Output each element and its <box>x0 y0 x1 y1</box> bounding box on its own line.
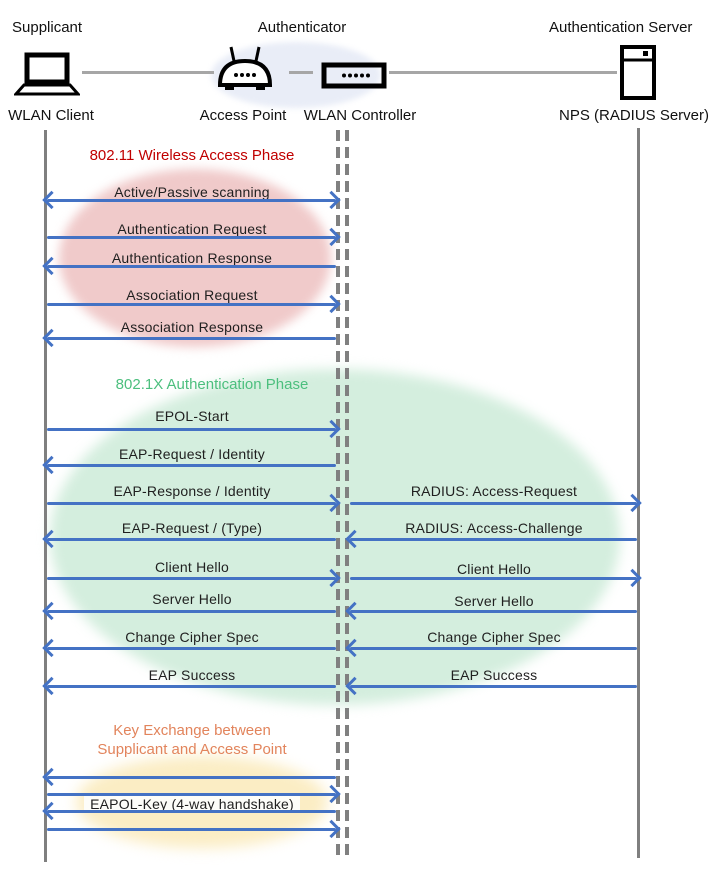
arrow-auth-request <box>47 227 341 246</box>
arrow-change-cipher-left <box>42 638 336 657</box>
device-wlan-client: WLAN Client <box>8 107 94 124</box>
lifeline-authenticator-right <box>345 130 349 856</box>
phase1-ellipse <box>59 169 331 347</box>
connector-client-ap <box>82 71 214 74</box>
arrow-eap-response-identity <box>47 493 341 512</box>
arrow-radius-access-challenge <box>345 529 637 548</box>
wlan-controller-icon <box>321 62 387 89</box>
connector-ap-controller <box>289 71 313 74</box>
phase3-title-line2: Supplicant and Access Point <box>97 741 287 758</box>
label-eap-success-right: EAP Success <box>450 667 538 683</box>
label-radius-access-request: RADIUS: Access-Request <box>410 483 578 499</box>
label-server-hello-left: Server Hello <box>152 591 232 607</box>
phase2-title: 802.1X Authentication Phase <box>115 376 309 393</box>
arrow-scanning <box>42 190 341 209</box>
arrow-client-hello-left <box>47 568 341 587</box>
arrow-eapol-key-1 <box>42 767 336 786</box>
label-eap-request-type: EAP-Request / (Type) <box>121 520 263 536</box>
label-epol-start: EPOL-Start <box>155 408 229 424</box>
arrow-client-hello-right <box>350 568 642 587</box>
role-authenticator: Authenticator <box>257 19 347 36</box>
device-nps-radius-server: NPS (RADIUS Server) <box>558 107 710 124</box>
arrow-eap-success-left <box>42 676 336 695</box>
laptop-icon <box>14 52 80 96</box>
label-auth-request: Authentication Request <box>117 221 267 237</box>
arrow-server-hello-right <box>345 601 637 620</box>
device-access-point: Access Point <box>199 107 287 124</box>
lifeline-wlan-client <box>44 130 47 862</box>
phase3-title-line1: Key Exchange between <box>113 722 271 739</box>
role-supplicant: Supplicant <box>12 19 83 36</box>
server-icon <box>620 45 656 100</box>
label-change-cipher-right: Change Cipher Spec <box>427 629 561 645</box>
arrow-change-cipher-right <box>345 638 637 657</box>
arrow-eap-request-type <box>42 529 336 548</box>
arrow-assoc-response <box>42 328 336 347</box>
role-authentication-server: Authentication Server <box>549 19 693 36</box>
label-server-hello-right: Server Hello <box>454 593 534 609</box>
label-eap-response-identity: EAP-Response / Identity <box>113 483 271 499</box>
phase1-title: 802.11 Wireless Access Phase <box>89 147 295 164</box>
label-change-cipher-left: Change Cipher Spec <box>125 629 259 645</box>
label-assoc-request: Association Request <box>126 287 258 303</box>
arrow-assoc-request <box>47 294 341 313</box>
arrow-epol-start <box>47 419 341 438</box>
arrow-eap-success-right <box>345 676 637 695</box>
phase3-title: Key Exchange between Supplicant and Acce… <box>47 721 337 759</box>
lifeline-authenticator-left <box>336 130 340 856</box>
arrow-eapol-key-4 <box>47 819 341 838</box>
label-scanning: Active/Passive scanning <box>114 184 270 200</box>
label-client-hello-right: Client Hello <box>457 561 531 577</box>
arrow-radius-access-request <box>350 493 642 512</box>
arrow-auth-response <box>42 256 336 275</box>
access-point-icon <box>217 46 273 90</box>
lifeline-radius-server <box>637 128 640 858</box>
arrow-eapol-key-3 <box>42 801 336 820</box>
label-radius-access-challenge: RADIUS: Access-Challenge <box>405 520 583 536</box>
arrow-eapol-key-2 <box>47 784 341 803</box>
label-client-hello-left: Client Hello <box>155 559 229 575</box>
label-eapol-key: EAPOL-Key (4-way handshake) <box>47 794 337 814</box>
label-auth-response: Authentication Response <box>111 250 273 266</box>
label-eap-success-left: EAP Success <box>148 667 236 683</box>
arrow-eap-request-identity <box>42 455 336 474</box>
device-wlan-controller: WLAN Controller <box>303 107 417 124</box>
connector-controller-server <box>389 71 617 74</box>
arrow-server-hello-left <box>42 601 336 620</box>
label-assoc-response: Association Response <box>120 319 264 335</box>
label-eap-request-identity: EAP-Request / Identity <box>118 446 266 462</box>
